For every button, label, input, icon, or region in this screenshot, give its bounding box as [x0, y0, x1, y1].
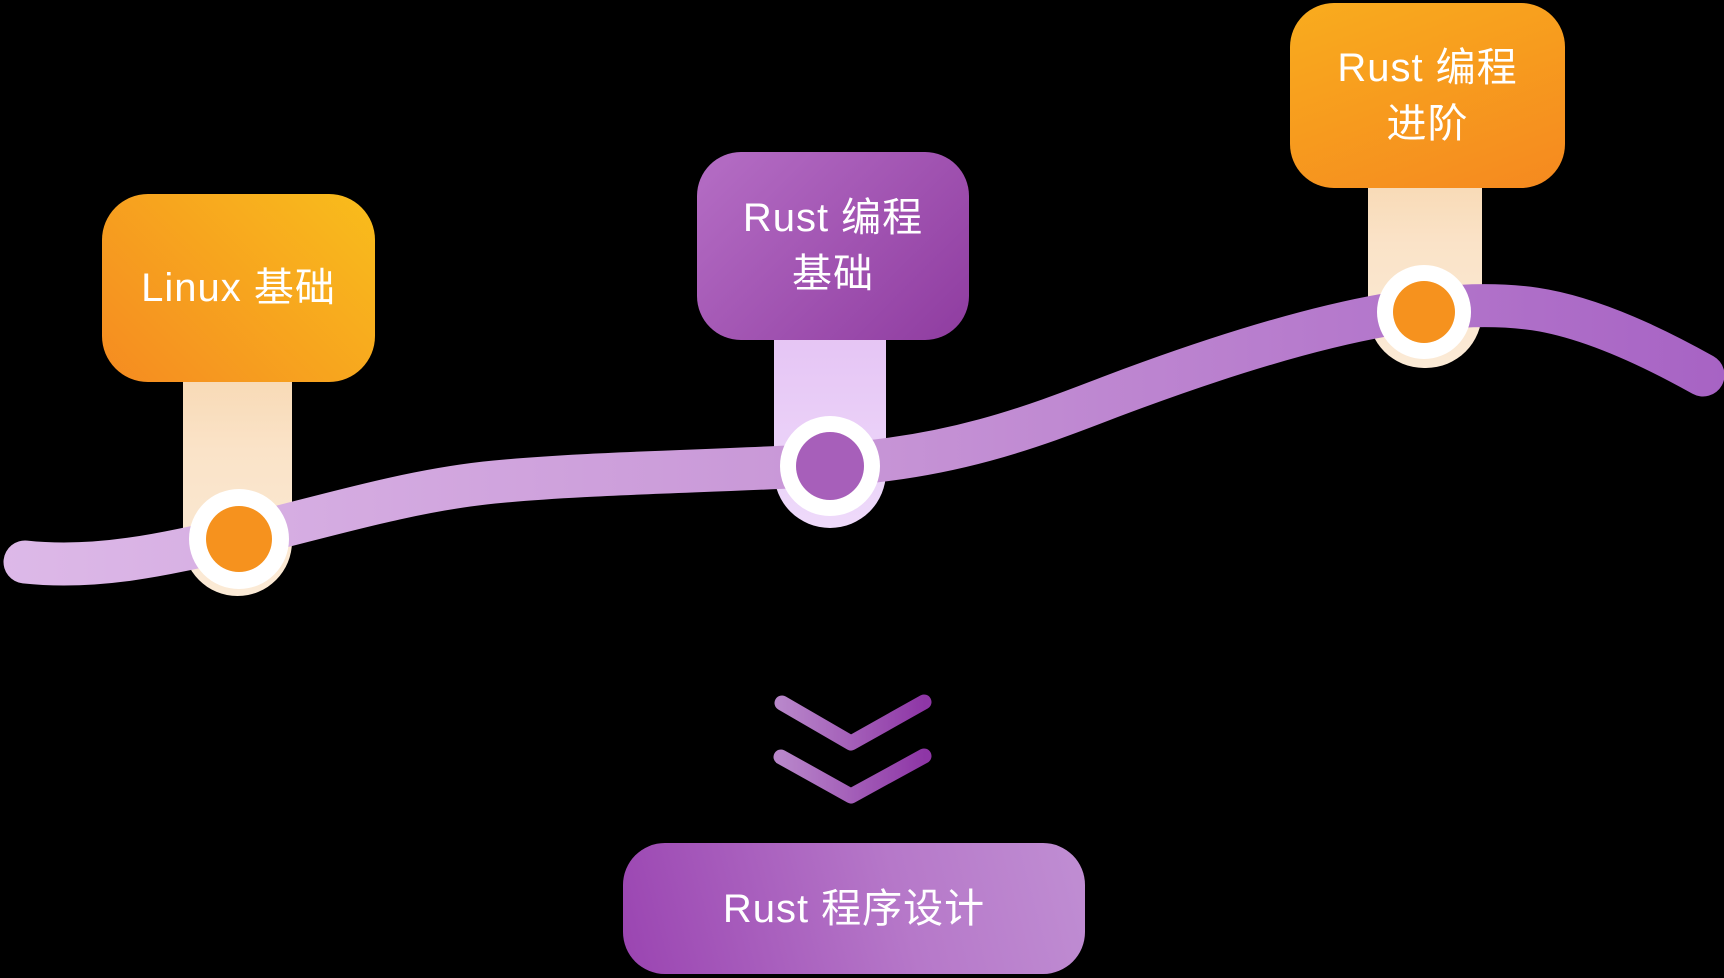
chevron-down-bottom	[773, 748, 932, 804]
milestone-label: Rust 编程 基础	[742, 196, 924, 296]
milestone-card-rust-basics: Rust 编程 基础	[697, 152, 969, 340]
milestone-dot-ring-rust-advanced	[1377, 265, 1471, 359]
double-chevron-down-icon	[773, 694, 932, 804]
result-card-rust-program-design: Rust 程序设计	[623, 843, 1085, 974]
milestone-label: Linux 基础	[141, 266, 336, 310]
milestone-dot-rust-advanced	[1393, 281, 1455, 343]
milestone-dot-linux-basics	[206, 506, 272, 572]
result-label: Rust 程序设计	[722, 886, 986, 931]
chevron-down-top	[774, 694, 932, 751]
milestone-dot-ring-rust-basics	[780, 416, 880, 516]
timeline-track-path	[3, 284, 1724, 586]
milestone-card-linux-basics: Linux 基础	[102, 194, 375, 382]
milestone-label: Rust 编程 进阶	[1337, 45, 1518, 146]
milestone-dot-ring-linux-basics	[189, 489, 289, 589]
milestone-dot-rust-basics	[796, 432, 864, 500]
milestone-card-rust-advanced: Rust 编程 进阶	[1290, 3, 1565, 188]
